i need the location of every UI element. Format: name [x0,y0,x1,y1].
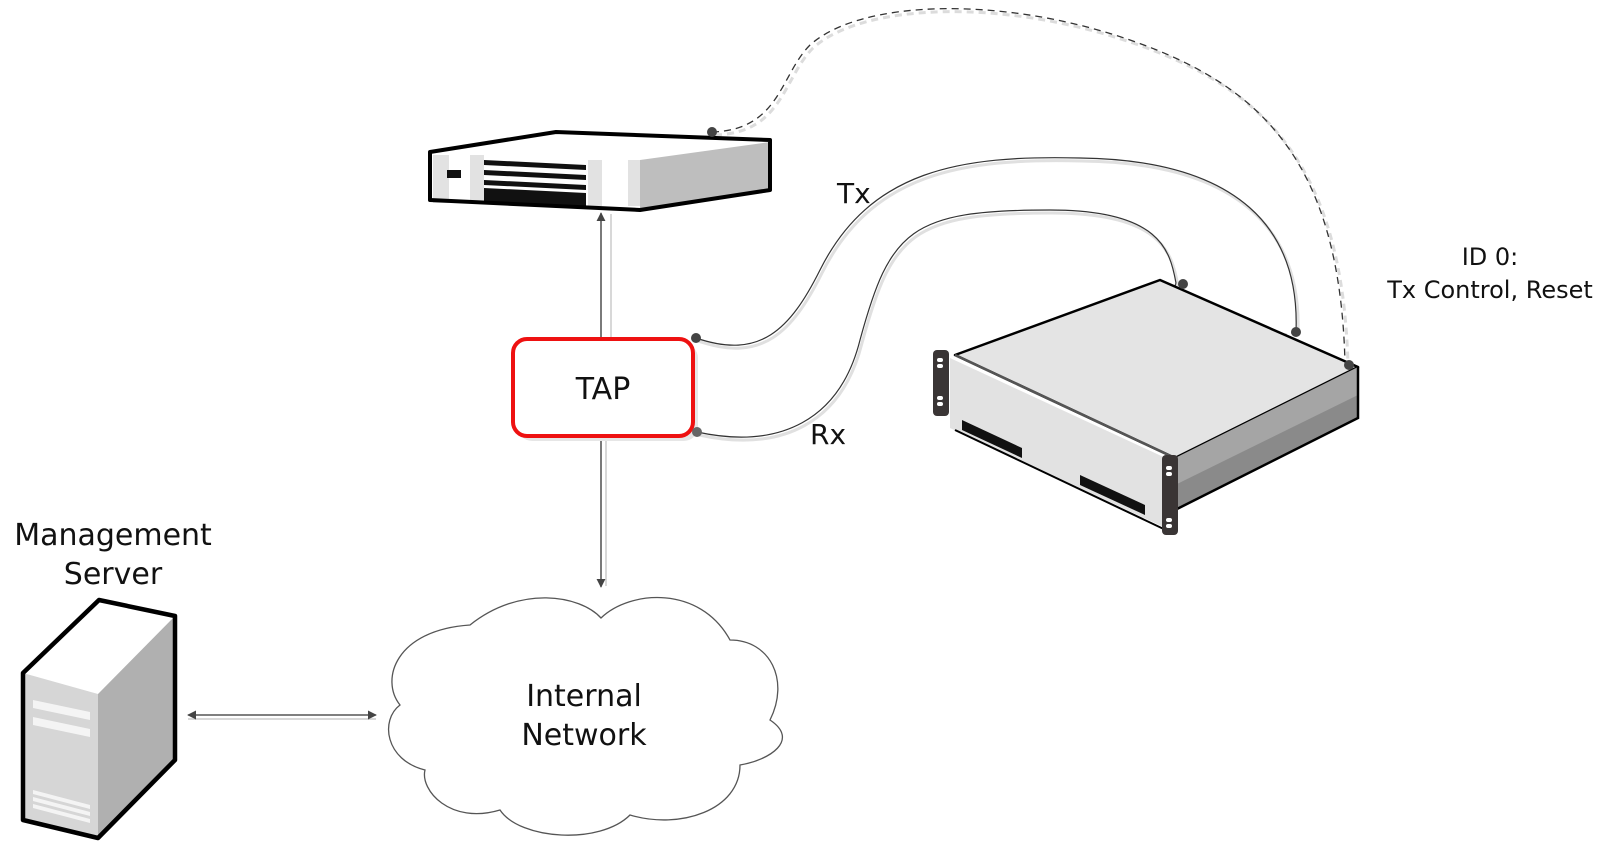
appliance-control-port[interactable] [1344,360,1354,370]
tap-switch-arrow [596,212,612,337]
tap-node[interactable]: TAP [511,333,702,441]
internal-network-cloud-icon[interactable]: Internal Network [387,596,784,836]
rx-cable [696,209,1180,442]
server-label-line2: Server [64,557,163,592]
network-label-line1: Internal [526,679,642,714]
rx-label: Rx [810,418,846,451]
appliance-tx-port[interactable] [1291,327,1301,337]
tap-tx-port[interactable] [691,333,701,343]
control-link [711,7,1350,367]
network-label-line2: Network [521,718,647,753]
rack-appliance-icon[interactable] [933,278,1360,535]
management-server-icon[interactable] [20,597,178,841]
control-label-line2: Tx Control, Reset [1386,276,1593,304]
tap-network-arrow [596,440,607,588]
tap-label: TAP [575,372,631,407]
tx-cable [695,157,1300,350]
switch-mgmt-port[interactable] [707,127,717,137]
control-label-line1: ID 0: [1462,243,1519,271]
server-network-arrow [187,710,377,720]
tx-label: Tx [836,177,871,210]
appliance-rx-port[interactable] [1178,279,1188,289]
network-switch-icon[interactable] [428,127,772,212]
tap-rx-port[interactable] [692,427,702,437]
server-label-line1: Management [14,518,212,553]
